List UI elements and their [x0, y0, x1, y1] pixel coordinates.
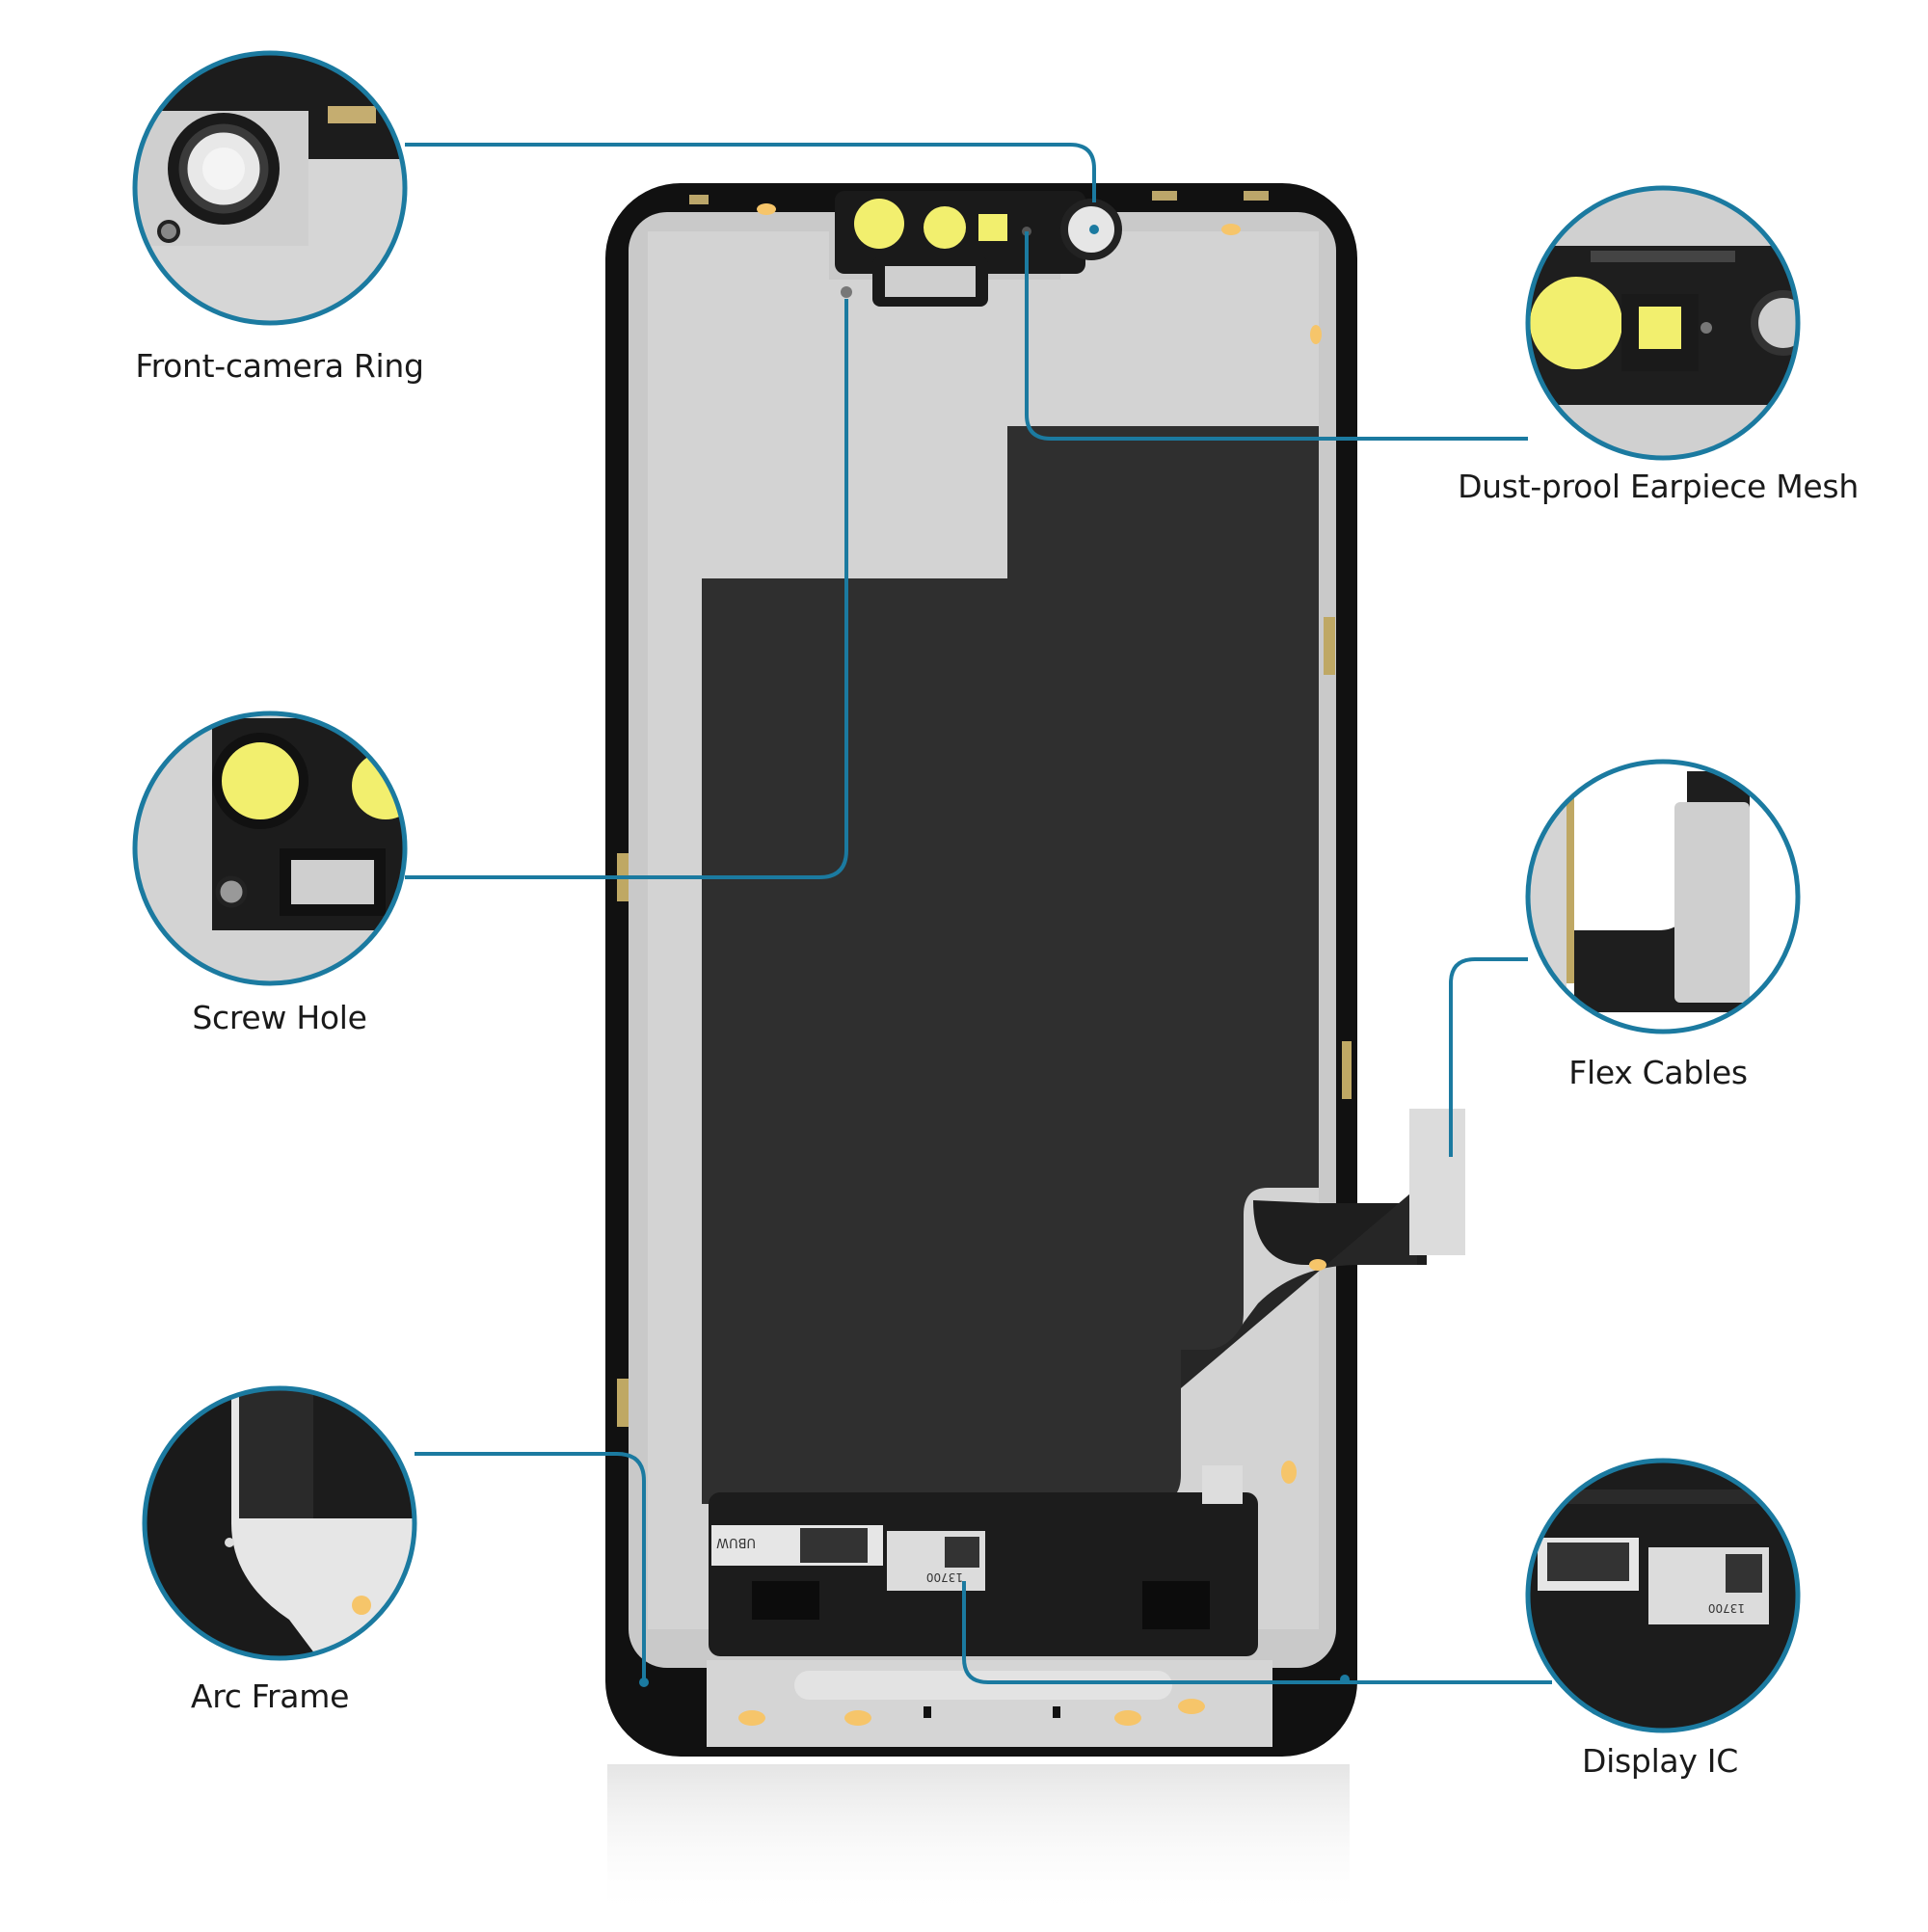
- zoom-arc-frame: [142, 1385, 417, 1661]
- proximity-sensor-icon: [978, 214, 1007, 241]
- line-display-ic: [962, 1581, 1552, 1684]
- line-arc-frame: [415, 1452, 646, 1682]
- zoom-display-ic: 13700: [1525, 1458, 1801, 1733]
- sensor-bracket: [835, 191, 1122, 307]
- flex-cable-connector: [1409, 1109, 1465, 1255]
- line-flex-cables: [1449, 957, 1528, 1157]
- label-flex-cables: Flex Cables: [1568, 1054, 1748, 1091]
- line-front-camera-ring: [405, 143, 1096, 202]
- graphite-sheet: [702, 426, 1319, 1504]
- line-earpiece-mesh: [1025, 231, 1528, 441]
- zoom-screw-hole: [132, 711, 408, 986]
- panel-reflection: [607, 1764, 1350, 1919]
- camera-lens-icon: [854, 199, 904, 249]
- zoom-earpiece-mesh: [1525, 185, 1801, 461]
- sensor-window-icon: [924, 206, 966, 249]
- sticker-right-code: 13700: [926, 1570, 963, 1584]
- sticker-left-code: UBUW: [716, 1535, 756, 1549]
- callout-lines: [405, 143, 1552, 1684]
- zoom-sticker-code: 13700: [1708, 1601, 1745, 1615]
- label-display-ic: Display IC: [1582, 1742, 1738, 1780]
- label-front-camera-ring: Front-camera Ring: [135, 347, 424, 385]
- zoom-front-camera-ring: [132, 50, 408, 326]
- screw-hole-icon: [841, 286, 852, 298]
- zoom-flex-cables: [1525, 759, 1801, 1034]
- label-dust-proof-earpiece-mesh: Dust-prool Earpiece Mesh: [1458, 468, 1859, 505]
- line-screw-hole: [405, 299, 848, 879]
- label-screw-hole: Screw Hole: [192, 999, 367, 1036]
- lcd-panel: UBUW 13700: [605, 183, 1465, 1757]
- label-arc-frame: Arc Frame: [190, 1677, 350, 1715]
